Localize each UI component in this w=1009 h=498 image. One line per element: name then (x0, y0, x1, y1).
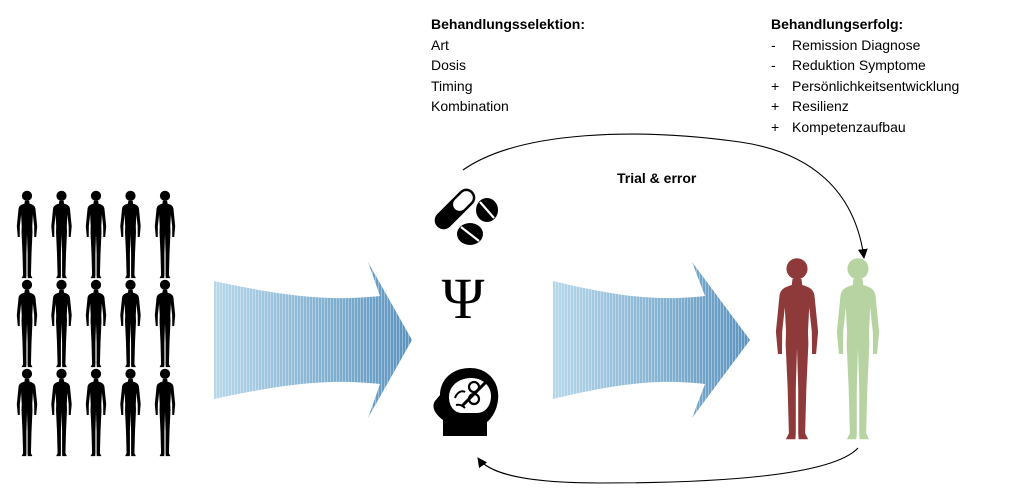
patient-silhouette-icon (85, 368, 107, 457)
person-green-icon (836, 258, 880, 440)
patient-silhouette-icon (16, 190, 38, 279)
loop-arrow-top (462, 133, 868, 259)
outcome-sign: + (771, 77, 780, 94)
arrow-to-treatment (214, 262, 412, 418)
patient-silhouette-icon (85, 279, 107, 368)
patient-silhouette-icon (16, 279, 38, 368)
patient-silhouette-icon (85, 190, 107, 279)
selection-item: Timing (431, 77, 473, 94)
outcome-text: Reduktion Symptome (792, 57, 926, 73)
treatment-selection-title: Behandlungsselektion: (431, 16, 586, 32)
selection-item: Art (431, 36, 449, 53)
treatment-selection: Behandlungsselektion: Art Dosis Timing K… (431, 14, 585, 117)
trial-and-error-label: Trial & error (617, 170, 697, 186)
outcome-sign: - (771, 57, 776, 73)
outcome-sign: + (771, 118, 780, 135)
outcome-sign: + (771, 98, 780, 114)
patient-silhouette-icon (120, 190, 141, 279)
outcome-text: Kompetenzaufbau (792, 118, 906, 135)
outcome-item: - Reduktion Symptome (771, 55, 959, 76)
pills-icon (434, 188, 498, 245)
patient-silhouette-icon (154, 368, 176, 457)
treatment-outcome-title: Behandlungserfolg: (771, 16, 904, 32)
outcome-text: Persönlichkeitsentwicklung (792, 77, 960, 94)
outcome-text: Remission Diagnose (792, 36, 921, 53)
arrow-to-outcome (553, 262, 750, 418)
patient-crowd (16, 190, 176, 457)
outcome-item: + Kompetenzaufbau (771, 117, 959, 138)
patient-silhouette-icon (120, 279, 141, 368)
outcome-item: + Persönlichkeitsentwicklung (771, 76, 959, 97)
outcome-item: + Resilienz (771, 96, 959, 117)
patient-silhouette-icon (51, 279, 72, 368)
outcome-item: - Remission Diagnose (771, 35, 959, 56)
patient-silhouette-icon (51, 368, 72, 457)
psi-icon: Ψ (442, 266, 485, 331)
patient-silhouette-icon (16, 368, 38, 457)
person-red-icon (775, 258, 819, 440)
selection-item: Dosis (431, 57, 467, 73)
treatment-outcome: Behandlungserfolg: - Remission Diagnose … (771, 14, 959, 137)
patient-silhouette-icon (51, 190, 72, 279)
outcome-text: Resilienz (792, 98, 849, 114)
selection-item: Kombination (431, 98, 509, 114)
patient-silhouette-icon (154, 190, 176, 279)
loop-arrow-bottom (477, 447, 859, 484)
patient-silhouette-icon (120, 368, 141, 457)
patient-silhouette-icon (154, 279, 176, 368)
brain-head-icon (433, 368, 499, 436)
outcome-sign: - (771, 36, 776, 53)
